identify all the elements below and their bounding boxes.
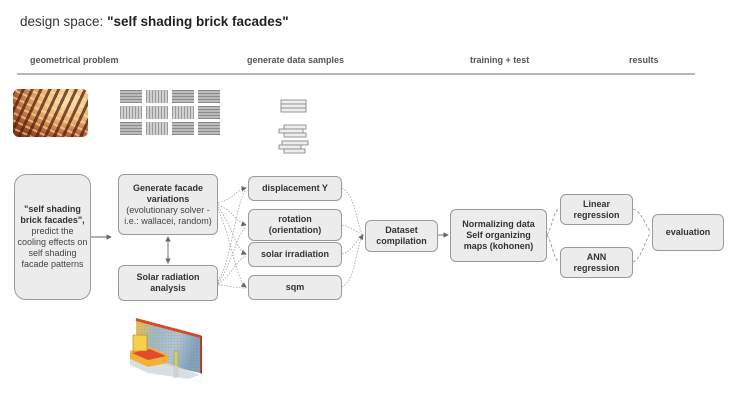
node-dataset-title: Dataset compilation <box>376 225 427 246</box>
variation-thumb <box>172 122 194 135</box>
brick-facade-photo <box>13 89 88 137</box>
variation-thumb <box>120 90 142 103</box>
node-sqm-title: sqm <box>285 282 305 292</box>
title-prefix: design space: <box>20 14 108 29</box>
variation-thumb <box>120 106 142 119</box>
node-generate-title: Generate facade variations <box>132 182 204 204</box>
node-displacement-title: displacement Y <box>262 183 328 193</box>
node-irradiation-title: solar irradiation <box>260 249 330 259</box>
link-normalizing-linear <box>546 208 560 236</box>
node-evaluation: evaluation <box>652 214 724 251</box>
node-problem-title: "self shading brick facades", <box>20 204 85 225</box>
node-dataset-compilation: Dataset compilation <box>365 220 438 252</box>
variation-thumb <box>172 90 194 103</box>
brick-icon <box>283 148 306 154</box>
node-normalizing-title: Normalizing data Self organizing maps (k… <box>462 219 535 251</box>
title-emphasis: "self shading brick facades" <box>107 14 289 29</box>
link-solar-displacement <box>217 189 247 282</box>
node-solar-radiation-analysis: Solar radiation analysis <box>118 265 218 301</box>
node-normalizing-som: Normalizing data Self organizing maps (k… <box>450 209 547 262</box>
link-generate-rotation <box>217 204 247 227</box>
link-irradiation-dataset <box>341 234 364 255</box>
node-ann-title: ANN regression <box>573 251 620 273</box>
node-generate-description: (evolutionary solver - i.e.: wallacei, r… <box>124 204 212 226</box>
variation-thumb <box>120 122 142 135</box>
stage-training-test: training + test <box>470 55 530 65</box>
brick-icon <box>281 140 309 146</box>
brick-icon <box>283 124 307 130</box>
brick-icon <box>278 128 304 134</box>
brick-icon <box>280 103 307 109</box>
variation-thumb <box>146 90 168 103</box>
brick-icon <box>280 107 307 113</box>
render-chair <box>132 334 148 352</box>
node-sqm: sqm <box>248 275 342 300</box>
node-generate-facade-variations: Generate facade variations (evolutionary… <box>118 174 218 235</box>
render-wall-top <box>136 318 200 338</box>
stage-results: results <box>629 55 659 65</box>
link-generate-irradiation <box>217 206 247 255</box>
stage-generate-data-samples: generate data samples <box>247 55 345 65</box>
variation-thumb <box>146 122 168 135</box>
link-solar-sqm <box>217 284 247 289</box>
solar-radiation-render <box>130 318 202 379</box>
link-linear-evaluation <box>632 208 652 233</box>
node-rotation-title: rotation (orientation) <box>268 214 322 235</box>
variation-thumb <box>198 106 220 119</box>
link-ann-evaluation <box>632 231 652 263</box>
link-solar-irradiation <box>217 255 247 285</box>
variation-thumb <box>198 122 220 135</box>
node-evaluation-title: evaluation <box>665 227 711 237</box>
link-generate-sqm <box>217 208 247 288</box>
link-solar-rotation <box>217 226 247 284</box>
node-solar-irradiation: solar irradiation <box>248 242 342 267</box>
variation-thumb <box>146 106 168 119</box>
brick-sample-icons <box>278 99 309 154</box>
stage-geometrical-problem: geometrical problem <box>30 55 119 65</box>
link-displacement-dataset <box>341 187 364 236</box>
node-displacement-y: displacement Y <box>248 176 342 201</box>
node-linear-title: Linear regression <box>573 198 620 220</box>
node-rotation: rotation (orientation) <box>248 209 342 241</box>
render-wall-side <box>200 335 202 374</box>
variation-thumb <box>172 106 194 119</box>
node-linear-regression: Linear regression <box>560 194 633 225</box>
node-problem-statement: "self shading brick facades", predict th… <box>14 174 91 300</box>
link-sqm-dataset <box>341 234 364 288</box>
brick-icon <box>280 99 307 105</box>
header-divider <box>17 73 695 75</box>
variation-thumb <box>198 90 220 103</box>
brick-icon <box>278 144 302 150</box>
diagram-title: design space: "self shading brick facade… <box>20 14 289 29</box>
node-problem-description: predict the cooling effects on self shad… <box>17 226 88 269</box>
node-solar-title: Solar radiation analysis <box>136 272 200 293</box>
link-rotation-dataset <box>341 224 364 236</box>
render-base-top <box>132 349 166 360</box>
link-normalizing-ann <box>546 234 560 263</box>
brick-icon <box>283 132 307 138</box>
render-ground <box>130 359 200 379</box>
link-generate-displacement <box>217 186 247 204</box>
node-ann-regression: ANN regression <box>560 247 633 278</box>
facade-variation-grid <box>120 90 220 137</box>
